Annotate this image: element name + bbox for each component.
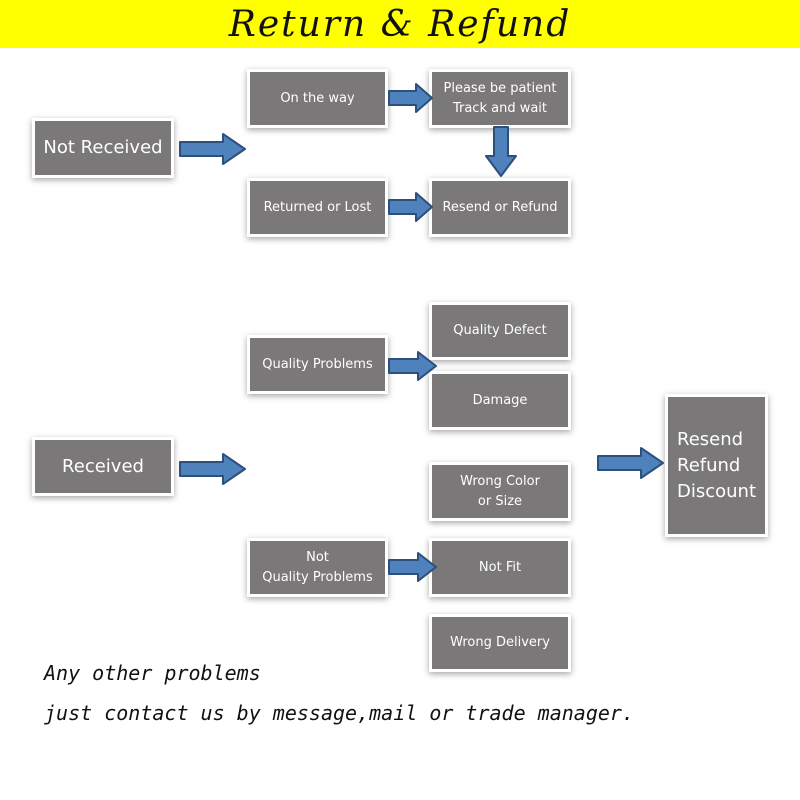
arrow-down-icon	[485, 126, 517, 177]
wrong-color-box: Wrong Color or Size	[432, 465, 568, 518]
footer-line-1: Any other problems	[44, 661, 261, 685]
damage-box: Damage	[432, 374, 568, 427]
page-title: Return & Refund	[228, 3, 572, 45]
quality-problems-box: Quality Problems	[250, 338, 385, 391]
arrow-right-icon	[388, 192, 433, 222]
arrow-right-icon	[597, 447, 664, 479]
arrow-right-icon	[388, 351, 437, 381]
footer-line-2: just contact us by message,mail or trade…	[44, 701, 635, 725]
not-received-box: Not Received	[35, 121, 171, 175]
arrow-right-icon	[388, 552, 437, 582]
arrow-right-icon	[179, 453, 246, 485]
wrong-delivery-box: Wrong Delivery	[432, 617, 568, 669]
returned-or-lost-box: Returned or Lost	[250, 181, 385, 234]
please-be-patient-box: Please be patient Track and wait	[432, 72, 568, 125]
resend-refund-discount-box: Resend Refund Discount	[668, 397, 765, 534]
arrow-right-icon	[388, 83, 433, 113]
arrow-right-icon	[179, 133, 246, 165]
quality-defect-box: Quality Defect	[432, 305, 568, 357]
not-quality-problems-box: Not Quality Problems	[250, 541, 385, 594]
title-banner: Return & Refund	[0, 0, 800, 48]
resend-or-refund-box: Resend or Refund	[432, 181, 568, 234]
received-box: Received	[35, 440, 171, 493]
on-the-way-box: On the way	[250, 72, 385, 125]
not-fit-box: Not Fit	[432, 541, 568, 594]
